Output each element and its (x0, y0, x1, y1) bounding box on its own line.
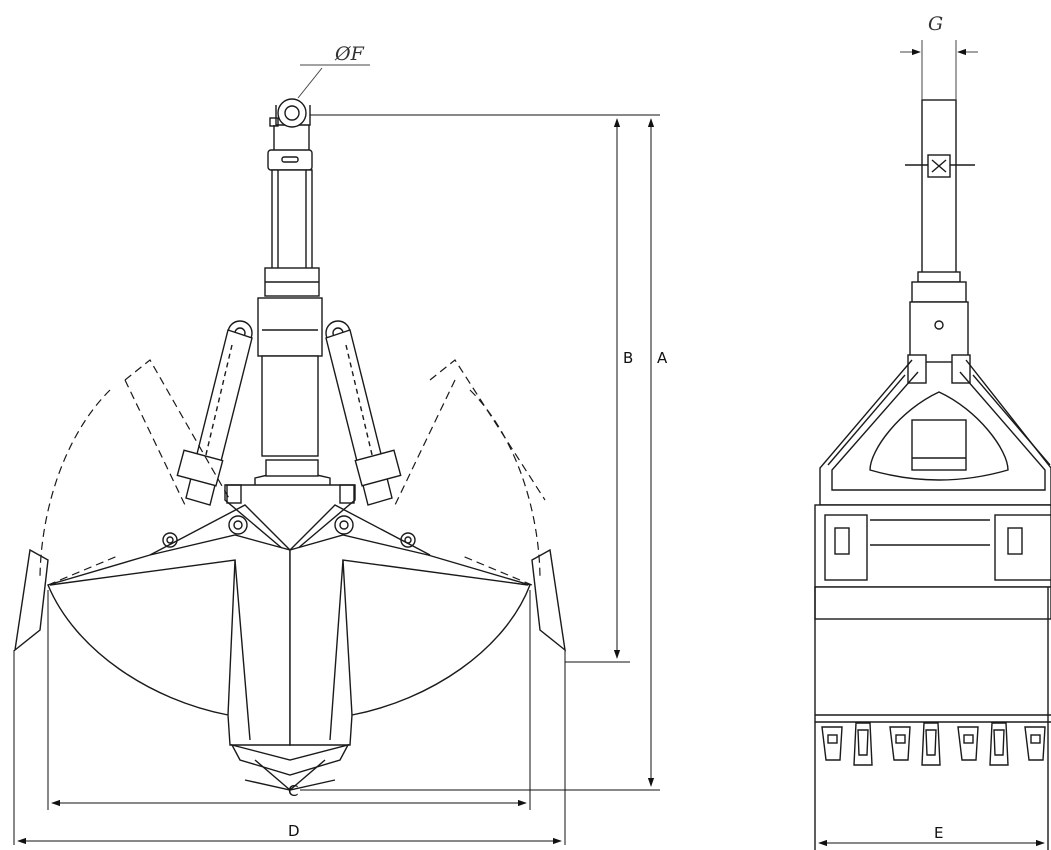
center-shaft (254, 125, 331, 495)
left-stay-arm (176, 320, 253, 506)
side-frame (819, 359, 1051, 506)
label-B: B (623, 349, 633, 367)
cutting-edge-teeth (230, 743, 350, 791)
label-F-diameter: ØF (334, 43, 365, 65)
hinge-block (149, 484, 431, 556)
side-dimension-labels: G E (928, 13, 943, 842)
label-G: G (928, 13, 943, 35)
side-shaft (905, 99, 975, 384)
right-bucket-shell (289, 534, 531, 746)
open-position-outline (39, 359, 546, 586)
right-stay-arm (325, 320, 402, 506)
label-D: D (288, 822, 300, 840)
front-dimension-labels: B A C D ØF (288, 43, 675, 840)
side-view-grab (814, 99, 1051, 850)
left-bucket-shell (47, 534, 291, 746)
front-dimensions (13, 64, 660, 845)
label-A: A (657, 349, 668, 367)
lifting-eye (267, 98, 313, 171)
label-E: E (934, 824, 943, 842)
side-teeth-row (821, 722, 1046, 766)
front-view-grab (14, 98, 566, 791)
side-lower-body (814, 504, 1051, 850)
side-dimensions (818, 40, 1045, 847)
label-C: C (288, 782, 298, 800)
